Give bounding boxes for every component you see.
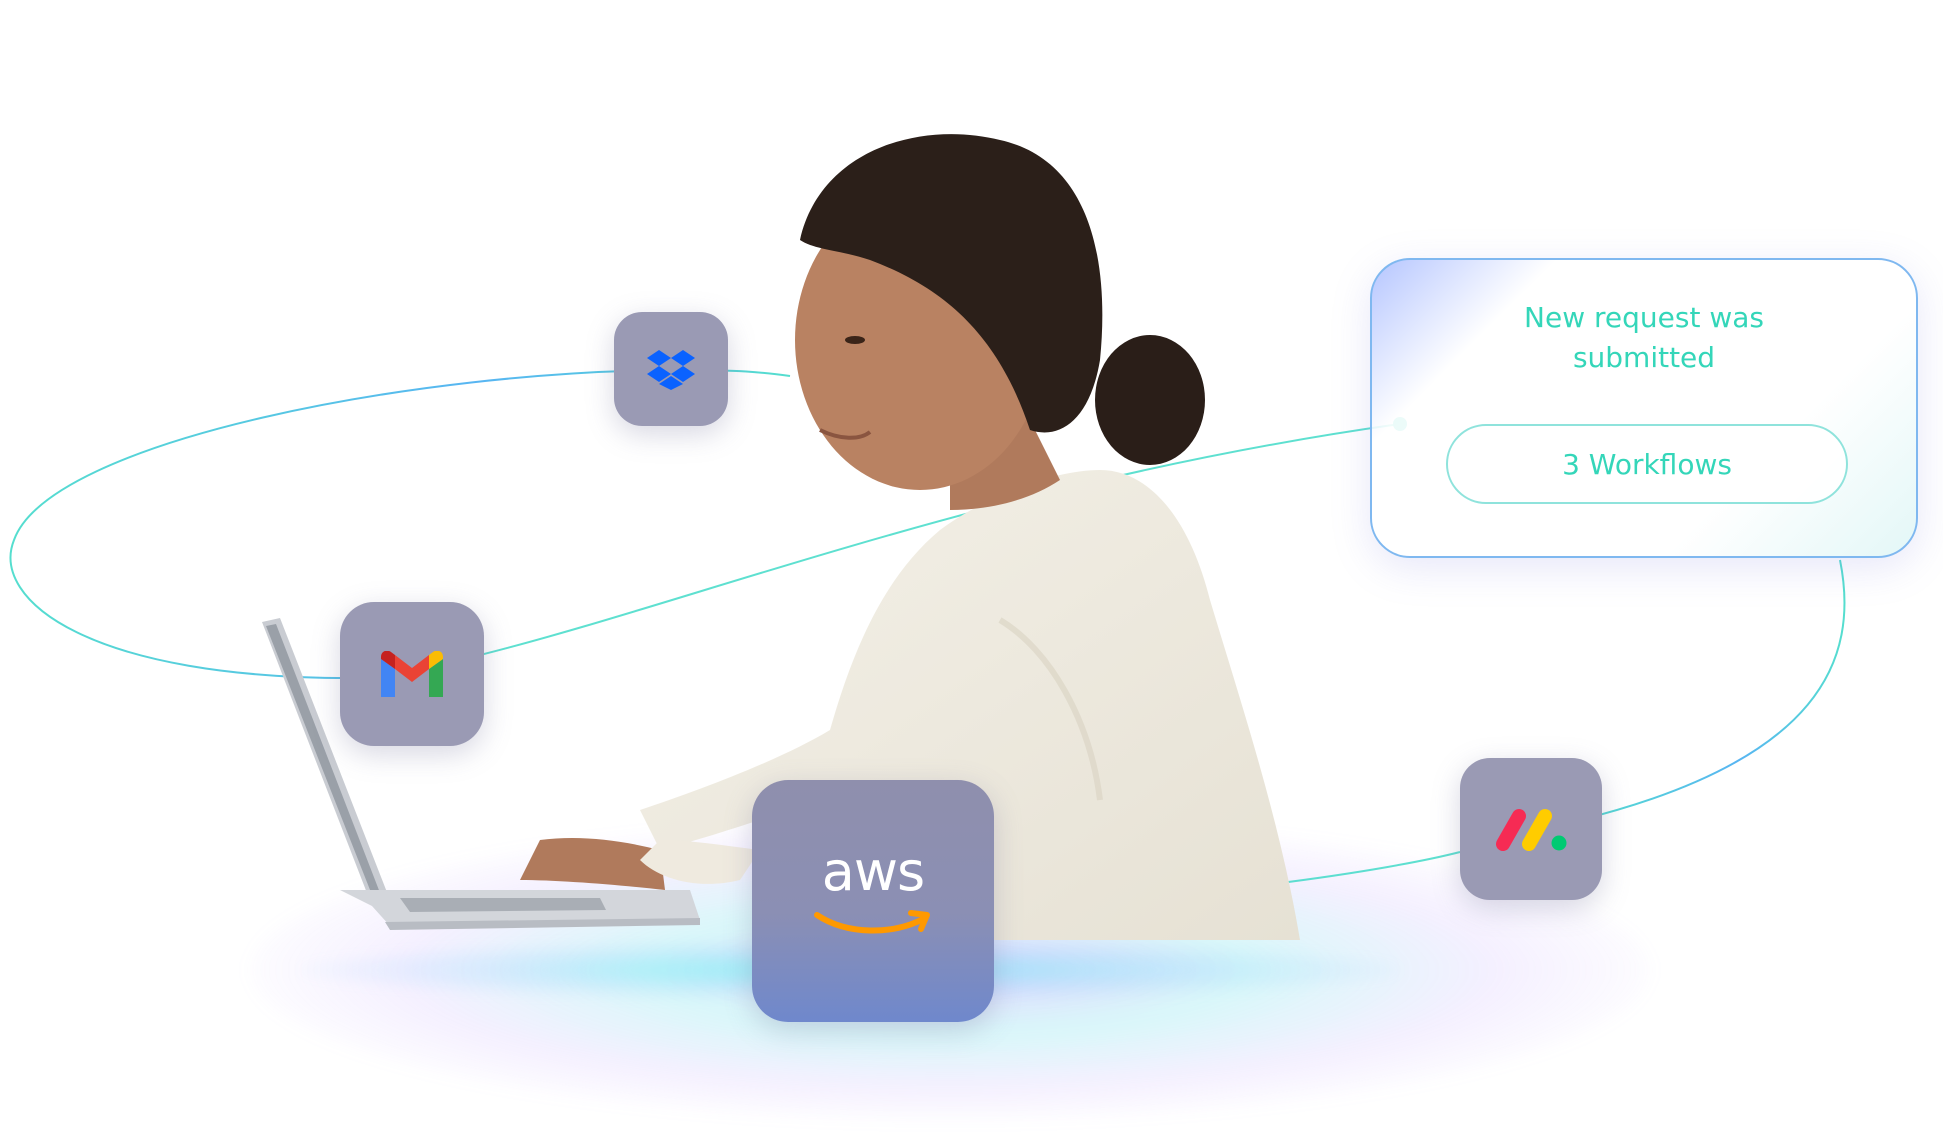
monday-tile[interactable] [1460, 758, 1602, 900]
laptop-illustration [262, 618, 700, 930]
connector-line-monday [1579, 559, 1846, 821]
dropbox-tile[interactable] [614, 312, 728, 426]
person-illustration [520, 134, 1300, 940]
workflows-button[interactable]: 3 Workflows [1446, 424, 1848, 504]
monday-icon [1496, 809, 1567, 851]
aws-tile[interactable]: aws [752, 780, 994, 1022]
gmail-icon [381, 651, 443, 697]
notification-title: New request was submitted [1524, 301, 1764, 374]
gmail-tile[interactable] [340, 602, 484, 746]
aws-label: aws [821, 840, 925, 903]
aws-smile-icon [814, 910, 930, 934]
notification-card[interactable]: New request was submitted 3 Workflows [1370, 258, 1918, 558]
connector-line-notification [479, 423, 1401, 656]
dropbox-icon [647, 350, 695, 390]
